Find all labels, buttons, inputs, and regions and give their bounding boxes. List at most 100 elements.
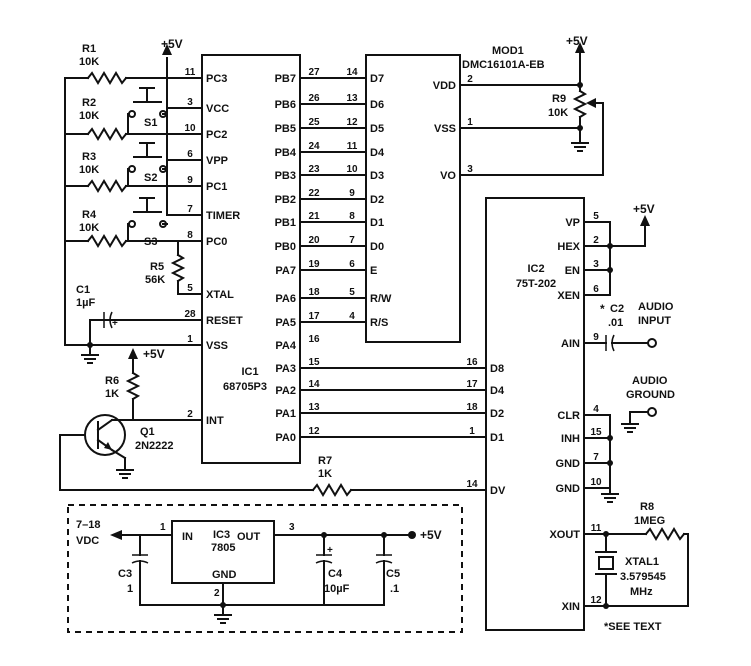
- c2-mark: *: [600, 302, 605, 316]
- regulator-out-label: +5V: [420, 528, 442, 542]
- mod1-pin-name: D6: [370, 99, 384, 111]
- q1-supply-label: +5V: [143, 347, 165, 361]
- see-text-note: *SEE TEXT: [604, 621, 662, 633]
- ic2-pin-name: EN: [565, 265, 580, 277]
- input-switch-network: +5V R1 10K S1 R2 10K: [64, 37, 203, 364]
- mod1-pin-number: 13: [346, 93, 358, 104]
- ic3-out-label: OUT: [237, 531, 261, 543]
- ic1-pin-name: VCC: [206, 103, 229, 115]
- ic1-part: 68705P3: [223, 381, 267, 393]
- ic1-pin-name: PC0: [206, 236, 227, 248]
- ic2-support: +5V * C2 .01 AUDIO INPUT AUDIO GROUND: [583, 202, 689, 633]
- ic1-pin-number: 21: [308, 211, 320, 222]
- ic1-pin-name: PB0: [275, 241, 296, 253]
- ic1-pin-number: 17: [308, 311, 320, 322]
- r6-value: 1K: [105, 388, 119, 400]
- ic1-chip: IC1 68705P3 PC311VCC3PC210VPP6PC19TIMER7…: [184, 54, 320, 464]
- mod1-ref: MOD1: [492, 45, 524, 57]
- contrast-network: +5V R9 10K: [459, 34, 604, 176]
- c4-ref: C4: [328, 568, 343, 580]
- r7-resistor: R7 1K: [311, 455, 487, 497]
- mod1-pin-number: 12: [346, 117, 358, 128]
- ic1-pin-number: 24: [308, 141, 320, 152]
- ic3-in-label: IN: [182, 531, 193, 543]
- c1-polarity: +: [112, 318, 118, 329]
- ic1-pin-number: 9: [187, 175, 193, 186]
- ic3-pin-out: 3: [289, 522, 295, 533]
- mod1-pin-number: 4: [349, 311, 355, 322]
- r4-value: 10K: [79, 222, 99, 234]
- ic1-pin-name: VPP: [206, 155, 228, 167]
- mod1-pin-name: D7: [370, 73, 384, 85]
- ic2-pin-number: 6: [593, 284, 599, 295]
- xtal1-unit: MHz: [630, 586, 653, 598]
- ic1-pin-number: 7: [187, 204, 193, 215]
- ic2-pin-name: GND: [556, 483, 581, 495]
- r7-value: 1K: [318, 468, 332, 480]
- ic1-pin-number: 10: [184, 123, 196, 134]
- r1-value: 10K: [79, 56, 99, 68]
- ic2-right-pins: VP5HEX2EN3XEN6AIN9CLR4INH15GND7GND10XOUT…: [549, 211, 602, 613]
- ic1-pin-number: 18: [308, 287, 320, 298]
- vdc-unit-label: VDC: [76, 535, 99, 547]
- audio-input-label-2: INPUT: [638, 315, 671, 327]
- vdc-input-label: 7–18: [76, 519, 100, 531]
- r8-value: 1MEG: [634, 515, 665, 527]
- r9-value: 10K: [548, 107, 568, 119]
- ic1-pin-number: 25: [308, 117, 320, 128]
- mod1-pin-name: D5: [370, 123, 384, 135]
- q1-part: 2N2222: [135, 440, 174, 452]
- ic2-part: 75T-202: [516, 278, 556, 290]
- mod1-pin-name: D3: [370, 170, 384, 182]
- ic3-pin-in: 1: [160, 522, 166, 533]
- ic1-pin-name: PA3: [275, 363, 296, 375]
- ic1-pin-number: 27: [308, 67, 320, 78]
- ic2-pin-name: CLR: [557, 410, 580, 422]
- ic1-pin-number: 2: [187, 409, 193, 420]
- r5-value: 56K: [145, 274, 165, 286]
- c2-value: .01: [608, 317, 623, 329]
- ic1-pin-number: 28: [184, 309, 196, 320]
- ic2-pin-number: 5: [593, 211, 599, 222]
- ic1-pin-name: VSS: [206, 340, 228, 352]
- r7-ref: R7: [318, 455, 332, 467]
- ic1-pin-number: 15: [308, 357, 320, 368]
- ic2-pin-name: D2: [490, 408, 504, 420]
- mod1-pin-name: E: [370, 265, 377, 277]
- ic2-pin-number: 14: [466, 479, 478, 490]
- ic1-pin-name: PA1: [275, 408, 296, 420]
- ic1-left-pins: PC311VCC3PC210VPP6PC19TIMER7PC08XTAL5RES…: [184, 67, 243, 427]
- ic2-pin-name: D8: [490, 363, 504, 375]
- ic2-pin-number: 4: [593, 404, 599, 415]
- c1-ref: C1: [76, 284, 90, 296]
- ic1-right-pins: PB727PB626PB525PB424PB323PB222PB121PB020…: [275, 67, 320, 444]
- c5-ref: C5: [386, 568, 400, 580]
- ic1-pin-number: 14: [308, 379, 320, 390]
- c4-value: 10µF: [324, 583, 350, 595]
- ic1-pin-number: 23: [308, 164, 320, 175]
- s1-ref: S1: [144, 117, 157, 129]
- ic2-pin-number: 11: [591, 523, 602, 534]
- mod1-pin-number: 11: [347, 141, 358, 152]
- ic1-pin-number: 1: [187, 334, 193, 345]
- r3-value: 10K: [79, 164, 99, 176]
- q1-ref: Q1: [140, 426, 155, 438]
- ic2-pin-number: 3: [593, 259, 599, 270]
- audio-ground-label-2: GROUND: [626, 389, 675, 401]
- mod1-pin-number: 5: [349, 287, 355, 298]
- r8-ref: R8: [640, 501, 654, 513]
- mod1-pin-number: 14: [346, 67, 358, 78]
- c3-value: 1: [127, 583, 133, 595]
- ic1-ref: IC1: [241, 366, 258, 378]
- mod1-pin-name: D1: [370, 217, 384, 229]
- mod1-pin-number: 6: [349, 259, 355, 270]
- r2-value: 10K: [79, 110, 99, 122]
- ic2-pin-name: XEN: [557, 290, 580, 302]
- ic1-pin-name: PC2: [206, 129, 227, 141]
- ic1-pin-name: PA7: [275, 265, 296, 277]
- ic1-pin-name: PC3: [206, 73, 227, 85]
- ic2-pin-number: 2: [593, 235, 599, 246]
